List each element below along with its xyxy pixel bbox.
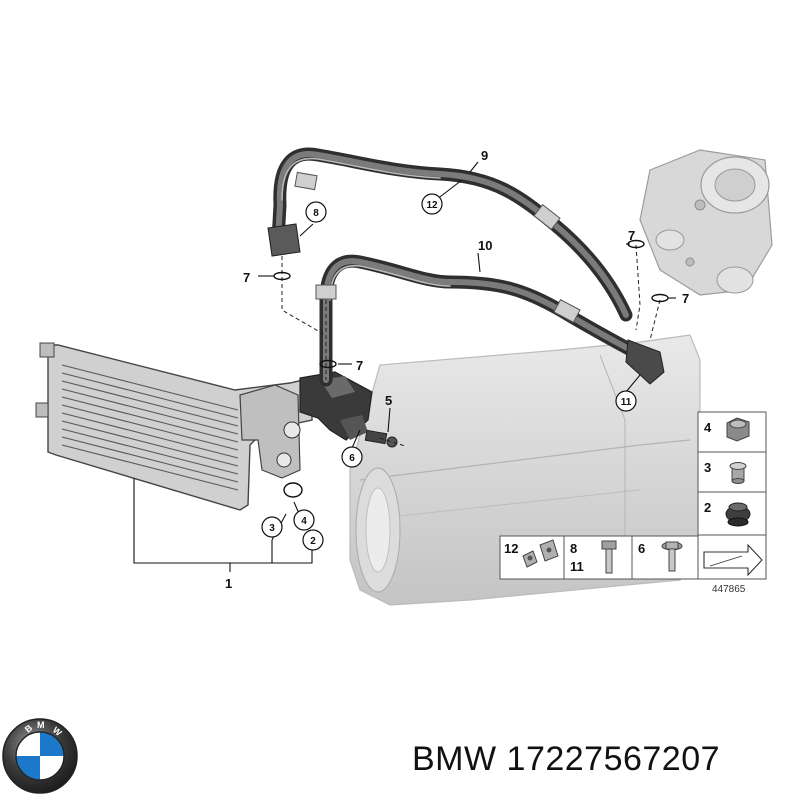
legend-item-nut[interactable]: 4: [704, 417, 750, 442]
callout-circle-12[interactable]: 12: [421, 193, 443, 215]
svg-text:11: 11: [570, 559, 584, 574]
svg-text:6: 6: [349, 453, 355, 464]
callout-circle-6[interactable]: 6: [341, 446, 363, 468]
svg-text:2: 2: [310, 536, 316, 547]
legend-item-spacer[interactable]: 3: [704, 460, 747, 484]
svg-text:6: 6: [638, 541, 645, 556]
part-label-10[interactable]: 10: [478, 238, 492, 253]
bmw-logo: B M W: [2, 718, 78, 794]
legend-item-bolt-6[interactable]: 6: [638, 541, 683, 572]
callout-circle-4[interactable]: 4: [293, 509, 315, 531]
part-label-5[interactable]: 5: [385, 393, 392, 408]
part-label-7-left[interactable]: 7: [243, 270, 250, 285]
svg-text:3: 3: [269, 523, 275, 534]
legend-item-bolt-8-11[interactable]: 8 11: [570, 540, 617, 574]
svg-text:8: 8: [570, 541, 577, 556]
part-label-7-mid[interactable]: 7: [356, 358, 363, 373]
oil-cooler: [35, 342, 313, 511]
svg-text:12: 12: [504, 541, 518, 556]
legend-item-arrow[interactable]: [703, 543, 763, 577]
svg-text:12: 12: [426, 200, 438, 211]
svg-text:B: B: [23, 722, 35, 734]
hose-10: [315, 254, 665, 387]
legend-item-clips[interactable]: 12: [504, 539, 559, 568]
svg-text:11: 11: [621, 397, 632, 408]
callout-circle-2[interactable]: 2: [302, 529, 324, 551]
callout-circle-8[interactable]: 8: [305, 201, 327, 223]
diagram-id: 447865: [712, 584, 746, 595]
callout-circle-11[interactable]: 11: [615, 390, 637, 412]
mount-bracket: [299, 371, 373, 441]
svg-text:2: 2: [704, 500, 711, 515]
svg-text:4: 4: [704, 420, 712, 435]
thermostat-housing: [639, 149, 773, 296]
svg-text:3: 3: [704, 460, 711, 475]
hose-9: [267, 147, 633, 322]
legend-item-grommet[interactable]: 2: [704, 500, 751, 527]
part-label-1[interactable]: 1: [225, 576, 232, 591]
part-label-7-top[interactable]: 7: [628, 228, 635, 243]
callout-circle-3[interactable]: 3: [261, 516, 283, 538]
part-label-9[interactable]: 9: [481, 148, 488, 163]
svg-text:4: 4: [301, 516, 307, 527]
assembly-lines: [281, 244, 661, 447]
part-label-7-right[interactable]: 7: [682, 291, 689, 306]
brand-part-number: BMW 17227567207: [412, 740, 721, 778]
svg-text:M: M: [37, 720, 45, 730]
sensor: [364, 429, 398, 448]
svg-text:8: 8: [313, 208, 319, 219]
